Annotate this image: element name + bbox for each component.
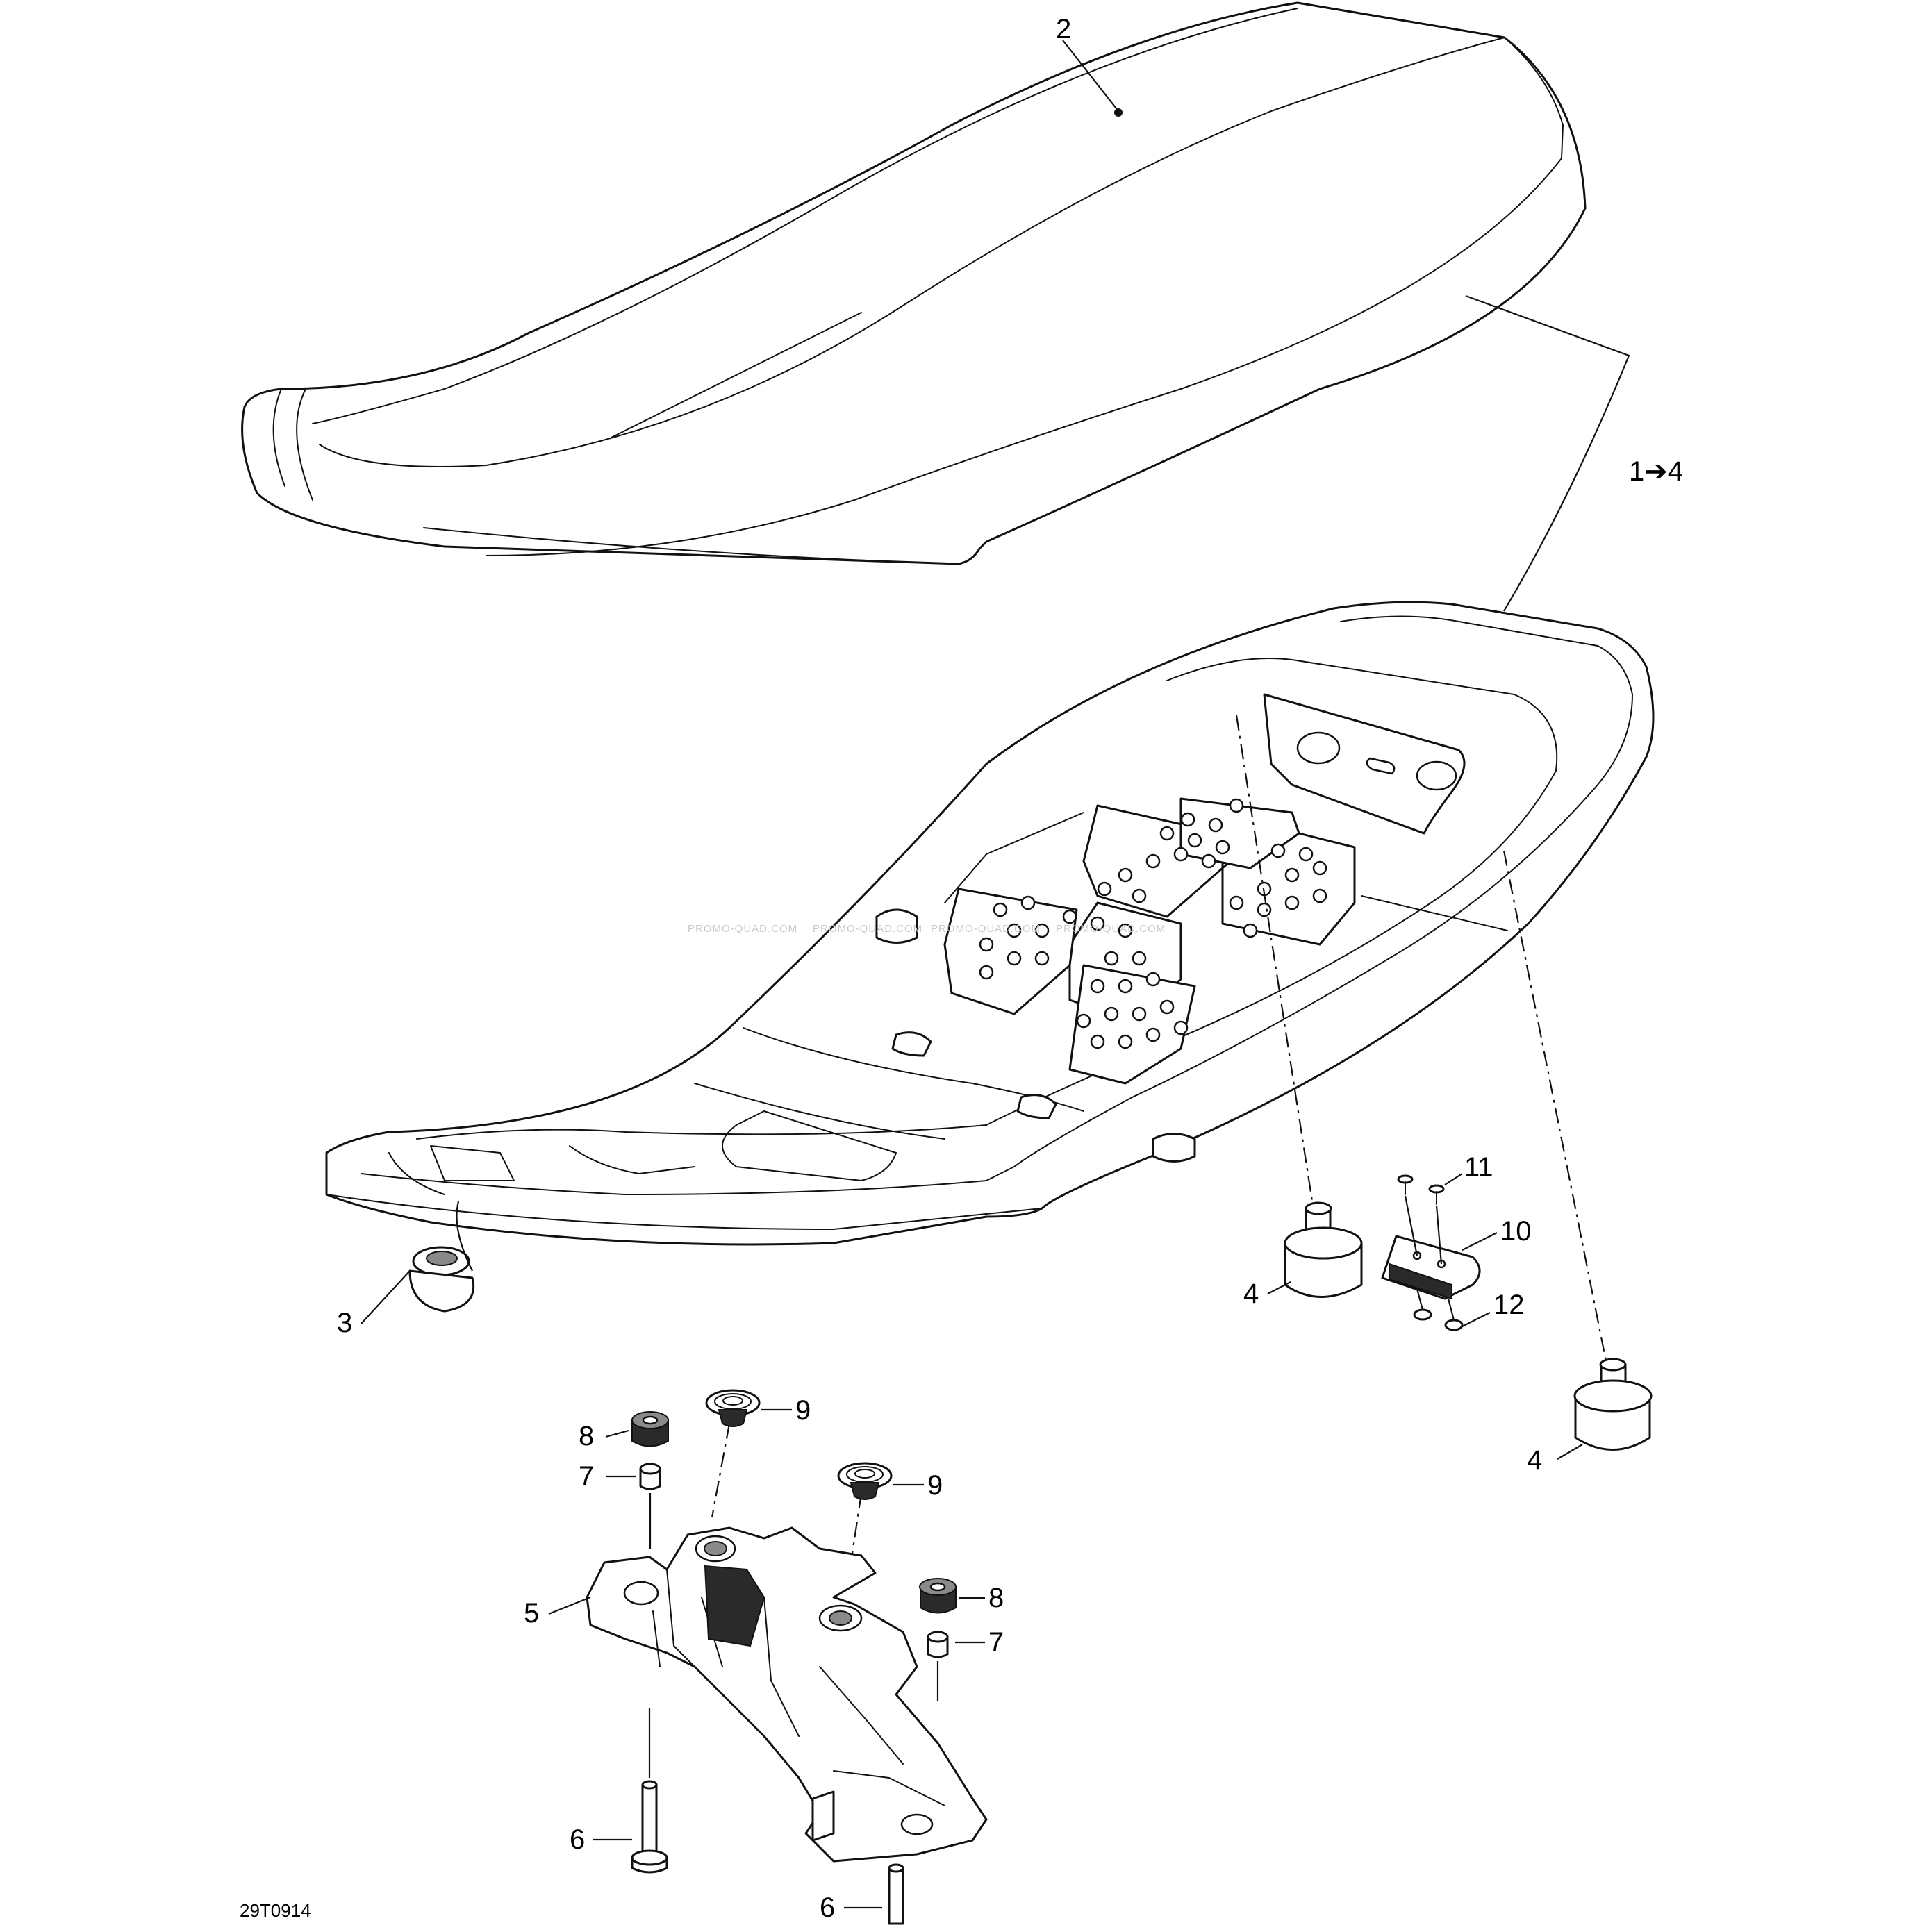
screw-lower-part xyxy=(888,1863,904,1925)
perforated-panel-1 xyxy=(943,797,1356,1085)
callout-8-right: 8 xyxy=(988,1583,1004,1613)
callout-4-right: 4 xyxy=(1527,1445,1542,1476)
install-line-grommet-right xyxy=(850,1492,863,1563)
grommet-right-part xyxy=(837,1462,893,1500)
nut-left-part xyxy=(631,1411,669,1447)
leader-12 xyxy=(1462,1312,1491,1327)
rear-bumper-right-part xyxy=(1573,1358,1653,1451)
watermark-text: PROMO-QUAD.COM PROMO-QUAD.COM PROMO-QUAD… xyxy=(688,923,1166,935)
screw-upper-part xyxy=(631,1708,668,1874)
seat-cover xyxy=(241,1,1587,565)
callout-7-right: 7 xyxy=(988,1627,1004,1658)
leader-2 xyxy=(1062,40,1119,112)
leader-2-dot xyxy=(1114,108,1123,117)
callout-8-left: 8 xyxy=(579,1421,594,1451)
svg-text:PROMO-QUAD.COM: PROMO-QUAD.COM xyxy=(1056,923,1166,935)
perforation-holes xyxy=(979,798,1327,1049)
svg-text:PROMO-QUAD.COM: PROMO-QUAD.COM xyxy=(813,923,922,935)
callout-2: 2 xyxy=(1056,14,1071,44)
seat-base: PROMO-QUAD.COM PROMO-QUAD.COM PROMO-QUAD… xyxy=(325,601,1655,1246)
spacer-right-part xyxy=(927,1631,949,1701)
washer-parts xyxy=(1413,1288,1464,1331)
callout-10: 10 xyxy=(1500,1216,1532,1247)
install-line-left-bumper xyxy=(1235,715,1321,1251)
rivet-parts xyxy=(1397,1174,1445,1265)
callout-6-upper: 6 xyxy=(570,1824,585,1855)
leader-4-left xyxy=(1267,1281,1291,1294)
latch-plate-part xyxy=(1381,1235,1481,1300)
install-line-grommet-left xyxy=(711,1423,731,1518)
leader-3 xyxy=(361,1270,411,1324)
assembly-leader-line xyxy=(1465,294,1630,612)
leader-10 xyxy=(1462,1232,1498,1251)
callout-5: 5 xyxy=(524,1598,539,1629)
callout-1-to-4: 1➔4 xyxy=(1629,456,1683,487)
install-line-right-bumper xyxy=(1502,850,1613,1390)
leader-8-left xyxy=(605,1429,629,1438)
callout-6-lower: 6 xyxy=(820,1892,835,1923)
leader-5 xyxy=(548,1596,591,1615)
callout-11: 11 xyxy=(1464,1152,1493,1183)
leader-4-right xyxy=(1557,1444,1583,1460)
nut-right-part xyxy=(919,1578,957,1614)
callout-12: 12 xyxy=(1493,1290,1525,1320)
svg-text:PROMO-QUAD.COM: PROMO-QUAD.COM xyxy=(931,923,1041,935)
callout-9-left: 9 xyxy=(795,1395,811,1426)
callout-3: 3 xyxy=(337,1308,352,1338)
grommet-left-part xyxy=(705,1389,761,1427)
front-bumper-part xyxy=(408,1201,475,1313)
svg-text:PROMO-QUAD.COM: PROMO-QUAD.COM xyxy=(688,923,797,935)
seat-bracket-part xyxy=(586,1526,988,1863)
spacer-left-part xyxy=(639,1463,661,1549)
callout-4-left: 4 xyxy=(1243,1279,1259,1309)
rear-bumper-left-part xyxy=(1284,1201,1363,1298)
callout-7-left: 7 xyxy=(579,1461,594,1492)
drawing-code: 29T0914 xyxy=(240,1900,311,1921)
leader-11 xyxy=(1444,1173,1463,1185)
callout-9-right: 9 xyxy=(927,1470,943,1501)
